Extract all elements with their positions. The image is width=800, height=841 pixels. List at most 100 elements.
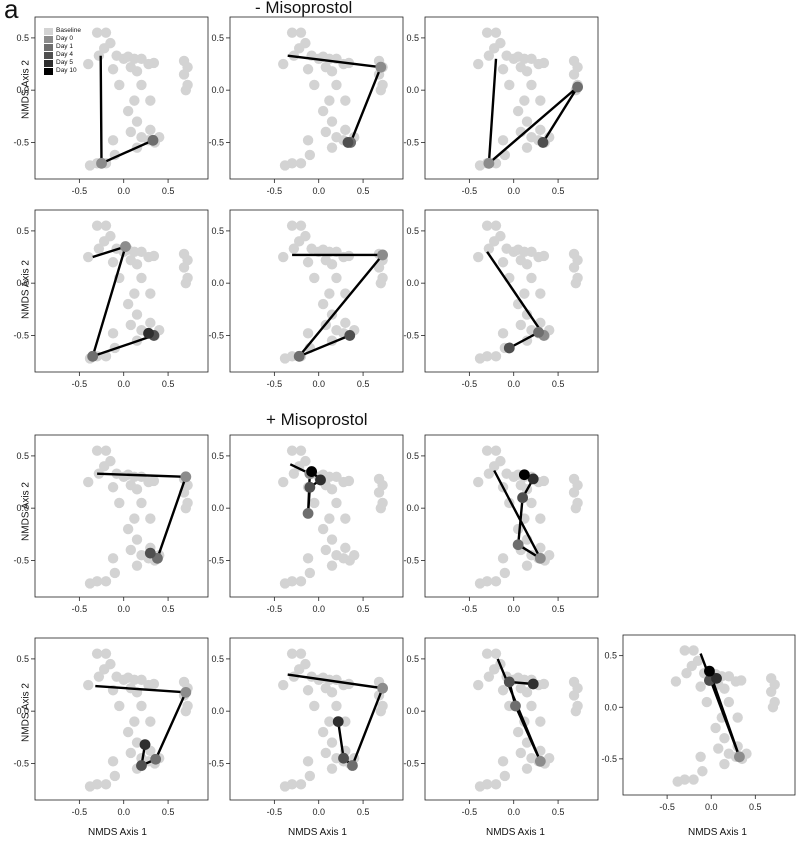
baseline-point [504, 79, 515, 91]
baseline-point [129, 95, 140, 106]
baseline-point [331, 497, 342, 509]
baseline-point [107, 328, 119, 339]
x-tick-label: -0.5 [72, 186, 88, 196]
trajectory-point [503, 676, 515, 688]
baseline-point [331, 471, 342, 483]
baseline-point [107, 756, 119, 767]
baseline-point [331, 272, 342, 284]
y-tick-label: 0.5 [16, 451, 29, 461]
baseline-point [538, 250, 550, 262]
baseline-point [326, 66, 338, 77]
plot-frame [229, 209, 404, 373]
x-tick-label: 0.5 [162, 807, 175, 817]
baseline-point [91, 220, 103, 231]
baseline-point [83, 58, 94, 70]
y-tick-label: 0.0 [211, 706, 224, 716]
baseline-point [131, 534, 143, 545]
legend-swatch [44, 51, 53, 59]
baseline-point [288, 243, 300, 254]
baseline-point [99, 461, 110, 472]
x-tick-label: 0.5 [357, 186, 370, 196]
baseline-point [107, 64, 119, 75]
x-tick-label: 0.5 [357, 807, 370, 817]
legend-swatch [44, 43, 53, 51]
plot-frame [34, 209, 209, 373]
x-tick-label: 0.0 [312, 186, 325, 196]
trajectory-line [91, 245, 156, 358]
baseline-point [521, 763, 533, 774]
baseline-point [735, 675, 747, 686]
baseline-point [302, 135, 314, 146]
plot-frame [424, 637, 599, 801]
baseline-point [279, 160, 291, 171]
baseline-point [483, 468, 495, 479]
x-tick-label: -0.5 [267, 807, 283, 817]
x-tick-label: 0.0 [117, 186, 130, 196]
trajectory-point [304, 481, 316, 493]
baseline-point [304, 149, 316, 161]
x-tick-label: 0.0 [507, 379, 520, 389]
baseline-point [570, 277, 582, 289]
baseline-point [526, 700, 537, 712]
y-tick-label: 0.5 [211, 33, 224, 43]
baseline-point [286, 27, 298, 38]
y-tick-label: -0.5 [208, 758, 224, 768]
baseline-point [309, 700, 320, 712]
x-tick-label: 0.0 [507, 807, 520, 817]
x-tick-label: -0.5 [72, 807, 88, 817]
legend-label: Day 1 [56, 43, 73, 50]
x-tick-label: -0.5 [462, 186, 478, 196]
baseline-point [294, 664, 305, 675]
baseline-point [93, 671, 105, 682]
x-tick-label: 0.0 [312, 379, 325, 389]
x-tick-label: -0.5 [659, 802, 675, 812]
baseline-point [697, 766, 708, 777]
trajectory-point [518, 469, 530, 481]
baseline-point [309, 272, 320, 284]
trajectory-point [315, 474, 326, 486]
baseline-point [375, 277, 387, 289]
baseline-point [686, 660, 697, 672]
baseline-point [324, 288, 335, 299]
x-tick-label: -0.5 [267, 379, 283, 389]
baseline-point [570, 502, 582, 514]
legend-label: Day 5 [56, 59, 73, 66]
y-tick-label: -0.5 [13, 555, 29, 565]
baseline-point [279, 578, 291, 589]
baseline-point [679, 645, 690, 656]
trajectory-point [375, 61, 387, 73]
trajectory-point [527, 678, 539, 690]
baseline-point [122, 298, 134, 310]
y-tick-label: -0.5 [13, 330, 29, 340]
baseline-point [473, 476, 484, 488]
trajectory-point [572, 81, 583, 93]
legend-item: Day 1 [44, 43, 81, 51]
baseline-point [499, 567, 511, 579]
baseline-point [304, 567, 316, 579]
baseline-point [320, 544, 332, 556]
baseline-point [490, 779, 502, 790]
baseline-point [526, 497, 537, 509]
trajectory-point [512, 539, 524, 551]
baseline-point [349, 549, 360, 561]
baseline-point [499, 770, 511, 782]
baseline-point [719, 758, 730, 770]
trajectory-point [377, 249, 388, 261]
baseline-point [91, 648, 103, 659]
baseline-point [512, 105, 524, 117]
y-tick-label: -0.5 [403, 555, 419, 565]
baseline-point [145, 716, 156, 727]
baseline-point [490, 220, 502, 231]
x-tick-label: 0.0 [312, 604, 325, 614]
legend-swatch [44, 35, 53, 43]
baseline-point [148, 57, 160, 69]
legend-label: Baseline [56, 27, 81, 34]
x-tick-label: -0.5 [72, 379, 88, 389]
baseline-point [521, 687, 533, 698]
baseline-point [145, 288, 156, 299]
y-tick-label: 0.0 [16, 706, 29, 716]
y-tick-label: -0.5 [208, 137, 224, 147]
